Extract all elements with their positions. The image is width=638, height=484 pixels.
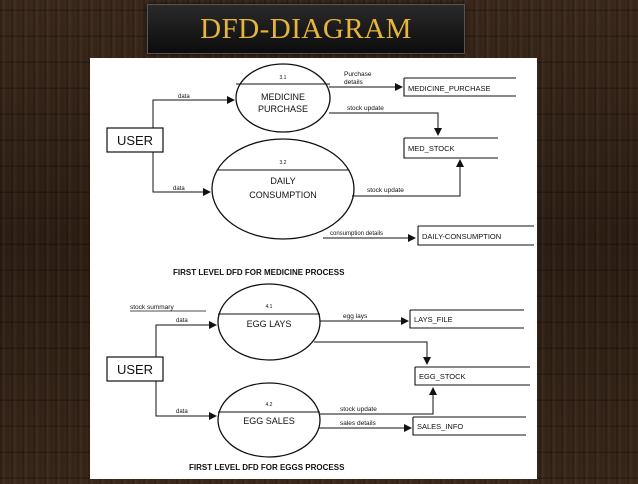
eggs-user-entity <box>106 356 164 382</box>
flow-consumption-label: consumption details <box>330 231 383 237</box>
store-egg-stock-label: EGG_STOCK <box>419 372 466 381</box>
flow-consumption-stock-update <box>352 159 464 197</box>
flow-data-2-label: data <box>173 186 185 192</box>
eggs-user-label: USER <box>117 362 153 377</box>
flow-user-to-egg-lays <box>155 321 217 357</box>
store-medicine-purchase-label: MEDICINE_PURCHASE <box>408 84 491 93</box>
store-sales-info-label: SALES_INFO <box>417 422 463 431</box>
title-banner: DFD-DIAGRAM <box>147 4 465 54</box>
store-daily-consumption <box>417 225 534 246</box>
flow-user-to-egg-sales <box>155 381 217 420</box>
dfd-svg: USER 3.1 MEDICINE PURCHASE 3.2 DAILY CON… <box>106 63 534 472</box>
flow-egg-stock-update-label: stock update <box>340 406 377 413</box>
eggs-flow-data-2-label: data <box>176 409 188 415</box>
stock-summary-label: stock summary <box>130 304 174 311</box>
flow-purchase-stock-update <box>329 112 442 136</box>
store-med-stock <box>403 137 498 159</box>
process-medicine-purchase-line2: PURCHASE <box>258 104 308 114</box>
store-medicine-purchase <box>403 77 516 97</box>
flow-sales-details-label: sales details <box>340 420 377 427</box>
store-daily-consumption-label: DAILY-CONSUMPTION <box>422 232 501 241</box>
process-egg-sales <box>217 382 321 458</box>
process-egg-lays-label: EGG LAYS <box>247 319 292 329</box>
process-daily-consumption-line1: DAILY <box>270 176 295 186</box>
dfd-diagram-panel: USER 3.1 MEDICINE PURCHASE 3.2 DAILY CON… <box>90 58 537 479</box>
medicine-user-entity <box>106 127 164 153</box>
process-medicine-purchase-line1: MEDICINE <box>261 92 305 102</box>
process-medicine-purchase <box>235 63 331 133</box>
flow-lays-to-stock <box>314 341 431 365</box>
eggs-caption: FIRST LEVEL DFD FOR EGGS PROCESS <box>189 463 345 472</box>
process-medicine-purchase-number: 3.1 <box>280 75 287 81</box>
eggs-dfd: USER stock summary 4.1 EGG LAYS 4.2 EGG … <box>106 283 530 472</box>
slide-title: DFD-DIAGRAM <box>200 12 412 45</box>
process-egg-sales-label: EGG SALES <box>243 416 295 426</box>
flow-stock-update-2-label: stock update <box>367 187 404 194</box>
process-egg-sales-number: 4.2 <box>266 402 273 408</box>
medicine-user-label: USER <box>117 133 153 148</box>
store-lays-file-label: LAYS_FILE <box>414 315 453 324</box>
process-egg-lays-number: 4.1 <box>266 304 273 310</box>
flow-stock-update-1-label: stock update <box>347 105 384 112</box>
process-egg-lays <box>217 283 321 361</box>
store-lays-file <box>409 309 524 329</box>
eggs-flow-data-1-label: data <box>176 318 188 324</box>
flow-egg-lays-label: egg lays <box>343 313 368 320</box>
flow-user-to-purchase <box>152 96 235 128</box>
store-egg-stock <box>414 366 530 386</box>
medicine-dfd: USER 3.1 MEDICINE PURCHASE 3.2 DAILY CON… <box>106 63 534 277</box>
process-daily-consumption <box>211 138 355 240</box>
process-daily-consumption-number: 3.2 <box>280 160 287 166</box>
flow-user-to-consumption <box>152 152 211 196</box>
flow-sales-stock-update <box>320 387 437 415</box>
store-med-stock-label: MED_STOCK <box>408 144 455 153</box>
flow-purchase-label-1: Purchase <box>344 71 372 78</box>
flow-data-1-label: data <box>178 94 190 100</box>
medicine-caption: FIRST LEVEL DFD FOR MEDICINE PROCESS <box>173 268 345 277</box>
flow-purchase-label-2: details <box>344 79 364 86</box>
process-daily-consumption-line2: CONSUMPTION <box>249 190 317 200</box>
store-sales-info <box>412 416 526 436</box>
